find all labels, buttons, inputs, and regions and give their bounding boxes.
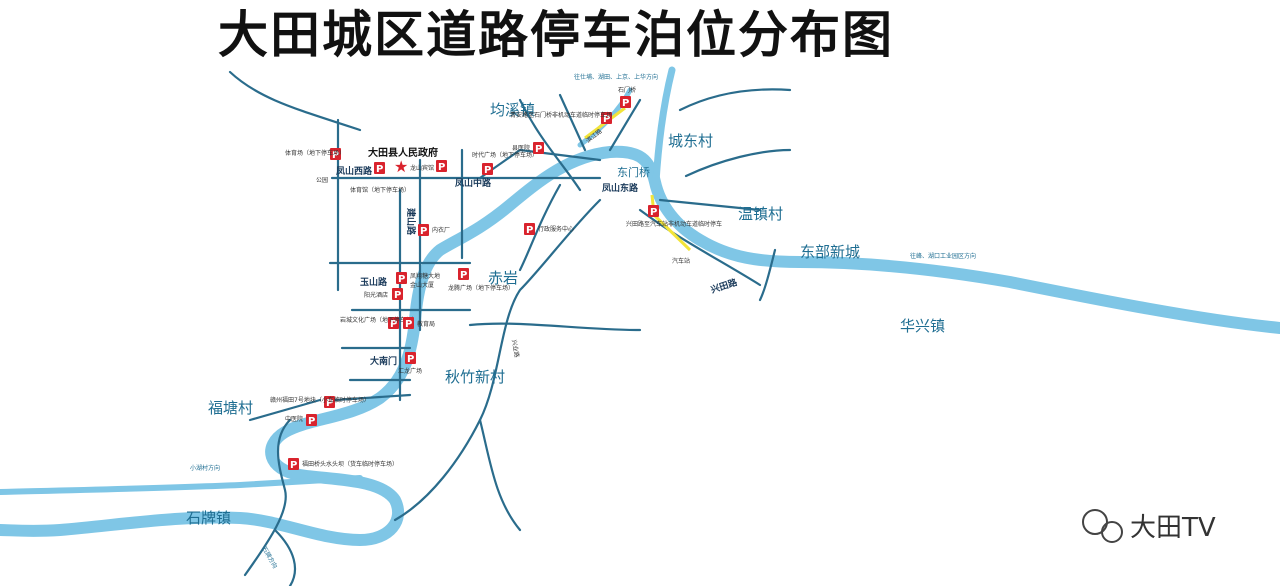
parking-label: 兴田路至汽车站非机动车道临时停车 — [626, 220, 722, 228]
parking-label: 龙山宾馆 — [410, 164, 434, 172]
watermark: 大田TV — [1082, 509, 1216, 543]
parking-marker[interactable]: P — [374, 162, 385, 175]
parking-label: 赣州福田7号地块（小车临时停车场） — [270, 396, 370, 404]
parking-label: 凤翔糖大地 — [410, 272, 440, 280]
svg-text:P: P — [622, 98, 629, 109]
government-star-icon: ★ — [394, 157, 408, 176]
svg-text:P: P — [484, 165, 491, 176]
parking-marker[interactable]: P — [418, 224, 429, 237]
svg-text:P: P — [308, 416, 315, 427]
map-title: 大田城区道路停车泊位分布图 — [218, 5, 894, 64]
town-junxi: 均溪镇 — [490, 101, 535, 119]
town-dongbu: 东部新城 — [800, 243, 860, 261]
parking-marker[interactable]: P — [330, 148, 341, 161]
svg-text:P: P — [407, 354, 414, 365]
svg-text:P: P — [390, 319, 397, 330]
parking-label: 教育局 — [417, 320, 435, 328]
parking-label: 青安路至石门桥非机动车道临时停车场 — [510, 111, 612, 119]
parking-marker[interactable]: P — [396, 272, 407, 285]
parking-label: 汽车站 — [672, 257, 690, 265]
town-chiyan: 赤岩 — [488, 269, 518, 287]
parking-label: 内衣厂 — [432, 226, 450, 234]
parking-marker[interactable]: P — [405, 352, 416, 365]
direction-north: 往仕埔、湖田、上京、上华方向 — [574, 73, 658, 81]
parking-label: 中医院 — [285, 415, 303, 423]
parking-label: 体育馆（地下停车场） — [350, 186, 410, 194]
parking-marker[interactable]: P — [601, 112, 612, 125]
direction-east: 往峰、湖口工业园区方向 — [910, 252, 976, 260]
parking-label: 汇龙广场 — [398, 367, 422, 375]
parking-marker[interactable]: P — [403, 317, 414, 330]
parking-label: 行政服务中心 — [538, 225, 574, 233]
road-jianshan: 建山路 — [405, 208, 417, 236]
parking-marker[interactable]: P — [620, 96, 631, 109]
road-fengshan-east: 凤山东路 — [602, 182, 639, 194]
town-shipai: 石牌镇 — [186, 509, 231, 527]
parking-label: 金山大厦 — [410, 281, 434, 289]
parking-marker[interactable]: P — [324, 396, 335, 409]
svg-text:P: P — [332, 150, 339, 161]
svg-text:P: P — [460, 270, 467, 281]
parking-marker[interactable]: P — [533, 142, 544, 155]
town-qiuzhu: 秋竹新村 — [445, 368, 505, 386]
svg-text:P: P — [376, 164, 383, 175]
svg-text:P: P — [326, 398, 333, 409]
parking-markers: P 体育场（地下停车场） P 体育馆（地下停车场） 公园 P 龙山宾馆 P 时代… — [270, 86, 722, 471]
svg-text:P: P — [405, 319, 412, 330]
parking-marker[interactable]: P — [392, 288, 403, 301]
parking-label: 福田桥头水头坝（货车临时停车场） — [302, 460, 398, 468]
parking-label: 公园 — [316, 177, 328, 184]
parking-marker[interactable]: P — [648, 205, 659, 218]
town-wenzhen: 温镇村 — [738, 205, 783, 223]
svg-text:P: P — [438, 162, 445, 173]
parking-label: 岩城文化广场（地下停车场） — [340, 316, 418, 324]
road-network — [228, 70, 792, 586]
town-huaxing: 华兴镇 — [900, 317, 945, 335]
town-futang: 福塘村 — [208, 399, 253, 417]
parking-marker[interactable]: P — [524, 223, 535, 236]
parking-label: 龙腾广场（地下停车场） — [448, 284, 514, 292]
road-dongmen-bridge: 东门桥 — [617, 165, 650, 179]
parking-marker[interactable]: P — [306, 414, 317, 427]
svg-text:P: P — [398, 274, 405, 285]
town-chengdong: 城东村 — [668, 132, 713, 150]
svg-text:P: P — [650, 207, 657, 218]
town-labels: 均溪镇 城东村 温镇村 东部新城 华兴镇 赤岩 秋竹新村 福塘村 石牌镇 — [186, 101, 945, 527]
parking-label: 阳光酒店 — [364, 291, 388, 299]
svg-text:P: P — [526, 225, 533, 236]
road-fengshan-mid: 凤山中路 — [455, 177, 492, 189]
parking-marker[interactable]: P — [436, 160, 447, 173]
parking-label: 石门桥 — [618, 86, 636, 94]
svg-text:P: P — [290, 460, 297, 471]
watermark-text: 大田TV — [1130, 513, 1216, 543]
road-fengshan-west: 凤山西路 — [336, 165, 373, 177]
parking-label: 体育场（地下停车场） — [285, 149, 345, 157]
svg-text:P: P — [420, 226, 427, 237]
parking-marker[interactable]: P — [288, 458, 299, 471]
river-system — [0, 66, 1280, 546]
parking-label: 县医院 — [512, 144, 530, 152]
direction-southwest: 小湖村方向 — [190, 464, 220, 472]
svg-text:P: P — [603, 114, 610, 125]
direction-south: 石牌方向 — [260, 545, 279, 570]
parking-marker[interactable]: P — [388, 317, 399, 330]
parking-label: 时代广场（地下停车场） — [472, 151, 538, 159]
wechat-icon — [1082, 509, 1108, 535]
svg-text:P: P — [394, 290, 401, 301]
road-xingye: 兴业路 — [510, 339, 521, 358]
road-yushan: 玉山路 — [360, 276, 388, 288]
government-label: 大田县人民政府 — [368, 146, 438, 159]
parking-marker[interactable]: P — [458, 268, 469, 281]
road-xingtian: 兴田路 — [709, 276, 739, 296]
road-damenmen: 大南门 — [370, 355, 397, 367]
svg-text:P: P — [535, 144, 542, 155]
parking-marker[interactable]: P — [482, 163, 493, 176]
